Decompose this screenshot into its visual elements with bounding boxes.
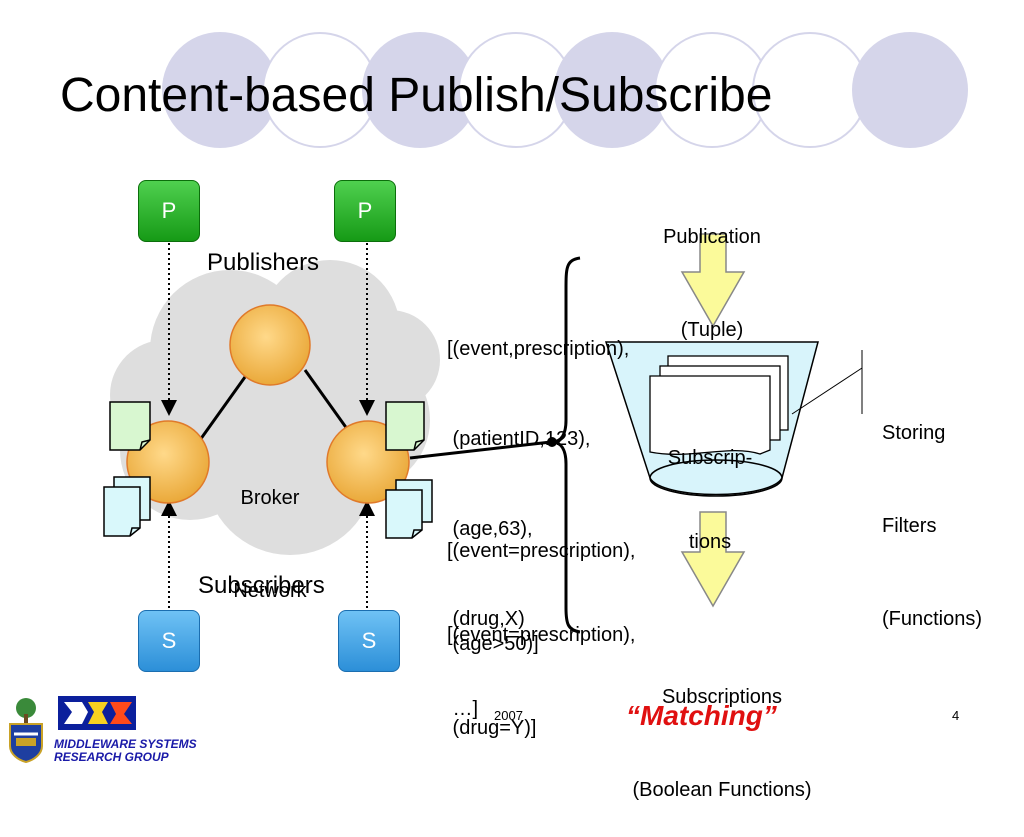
broker-label-line: Broker [240,487,300,509]
subscriber-node[interactable]: S [338,610,400,672]
tuple-line: (drug,X) [447,608,525,630]
logo-line: MIDDLEWARE SYSTEMS [54,737,197,751]
subscription-filter: [(event=prescription), (age>50)] [447,474,635,691]
broker-link [198,369,252,441]
storing-filters-label: Storing Filters (Functions) [882,356,982,666]
subscriptions-caption-line: Subscriptions [661,686,783,708]
subscription-line: (drug=Y)] [447,717,537,739]
decor-circle [752,32,868,148]
publication-arrow [680,233,746,328]
subscriber-label: S [161,628,177,653]
diagram-graphics [103,233,863,634]
storing-line: (Functions) [882,608,983,630]
curly-bracket [551,256,581,634]
footer-year: 2007 [494,708,523,723]
subscription-stack-icon [649,355,789,455]
broker-label-line: Network [233,580,307,602]
publication-tuple: [(event,prescription), (patientID,123), … [447,274,629,754]
logo-line: RESEARCH GROUP [54,750,169,764]
broker-network-label: Broker Network [218,421,322,638]
publishers-caption: Publishers [207,249,320,276]
filter-container-bottom [649,459,783,497]
broker-node [229,304,311,386]
decor-circle [852,32,968,148]
stack-label-line: Subscrip- [667,447,753,469]
msrg-logo [58,696,136,730]
decor-circle [262,32,378,148]
publisher-label: P [161,198,177,223]
stack-label-line: tions [688,531,732,553]
subscription-doc-icon [103,476,151,537]
subscriber-label: S [361,628,377,653]
storing-line: Storing [882,422,946,444]
publication-header: Publication (Tuple) [632,160,792,377]
publisher-label: P [357,198,373,223]
broker-to-bracket-line [409,440,552,460]
tuple-line: [(event,prescription), [447,338,630,360]
subscription-line: [(event=prescription), [447,624,636,646]
page-number: 4 [952,708,960,723]
msrg-logo-text: MIDDLEWARE SYSTEMS RESEARCH GROUP [54,738,197,764]
subscription-line: (age>50)] [447,633,539,655]
subscribers-caption: Subscribers [198,572,325,599]
matching-label: “Matching” [626,700,777,731]
subscriptions-stack-label: Subscrip- tions [650,388,770,584]
subscription-line: [(event=prescription), [447,540,636,562]
publication-doc-icon [385,401,425,451]
tuple-line: (age,63), [447,518,533,540]
decor-circle [162,32,278,148]
decor-circle [654,32,770,148]
callout-line [791,367,863,415]
publisher-node[interactable]: P [138,180,200,242]
tuple-line: (patientID,123), [447,428,591,450]
matching-output-arrow [680,511,746,608]
decor-circle [554,32,670,148]
university-crest-logo [9,698,43,764]
publication-header-line: (Tuple) [680,319,744,341]
subscriber-node[interactable]: S [138,610,200,672]
slide-title: Content-based Publish/Subscribe [60,69,773,122]
storing-line: Filters [882,515,937,537]
publisher-node[interactable]: P [334,180,396,242]
tuple-line: …] [447,698,479,720]
subscriptions-caption-line: (Boolean Functions) [632,779,812,801]
publication-header-line: Publication [663,226,761,248]
subscription-doc-icon [385,479,433,539]
subscription-filter: [(event=prescription), (drug=Y)] [447,558,635,775]
publication-doc-icon [109,401,151,451]
